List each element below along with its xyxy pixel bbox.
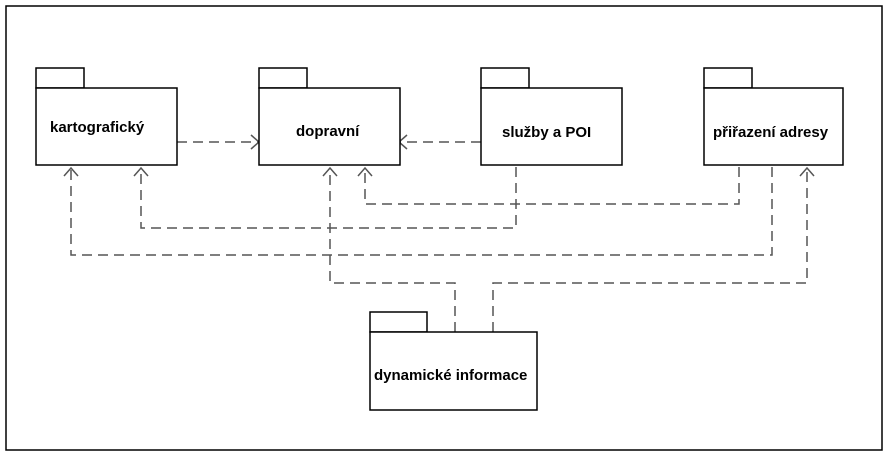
- arrowhead-kartograficky-outer: [63, 166, 79, 177]
- package-kartograficky: kartografický: [35, 67, 178, 166]
- dep-dynamicke-to-prirazeni: [492, 168, 808, 332]
- package-body: [258, 87, 401, 166]
- package-dopravni: dopravní: [258, 67, 401, 166]
- dep-prirazeni-to-dopravni: [364, 167, 740, 205]
- package-label: služby a POI: [502, 124, 591, 141]
- arrowhead-prirazeni: [799, 166, 815, 177]
- arrowhead-dopravni-inner: [357, 166, 373, 177]
- package-tab: [369, 311, 428, 333]
- package-label: dynamické informace: [374, 367, 527, 384]
- dependencies: [63, 134, 815, 332]
- package-body: [369, 331, 538, 411]
- package-tab: [35, 67, 85, 89]
- package-sluzby-a-poi: služby a POI: [480, 67, 623, 166]
- package-tab: [258, 67, 308, 89]
- dep-sluzby-to-kartograficky: [140, 167, 517, 229]
- dep-prirazeni-to-kartograficky: [70, 167, 773, 256]
- package-body: [35, 87, 178, 166]
- package-body: [480, 87, 623, 166]
- package-label: dopravní: [296, 123, 360, 140]
- package-label: přiřazení adresy: [713, 124, 829, 141]
- package-prirazeni-adresy: přiřazení adresy: [703, 67, 844, 166]
- package-tab: [703, 67, 753, 89]
- dep-dynamicke-to-dopravni: [329, 168, 456, 332]
- package-body: [703, 87, 844, 166]
- arrowhead-kartograficky-inner: [133, 166, 149, 177]
- package-tab: [480, 67, 530, 89]
- arrowhead-dopravni-outer: [322, 166, 338, 177]
- package-dynamicke-informace: dynamické informace: [369, 311, 538, 411]
- package-label: kartografický: [50, 119, 145, 136]
